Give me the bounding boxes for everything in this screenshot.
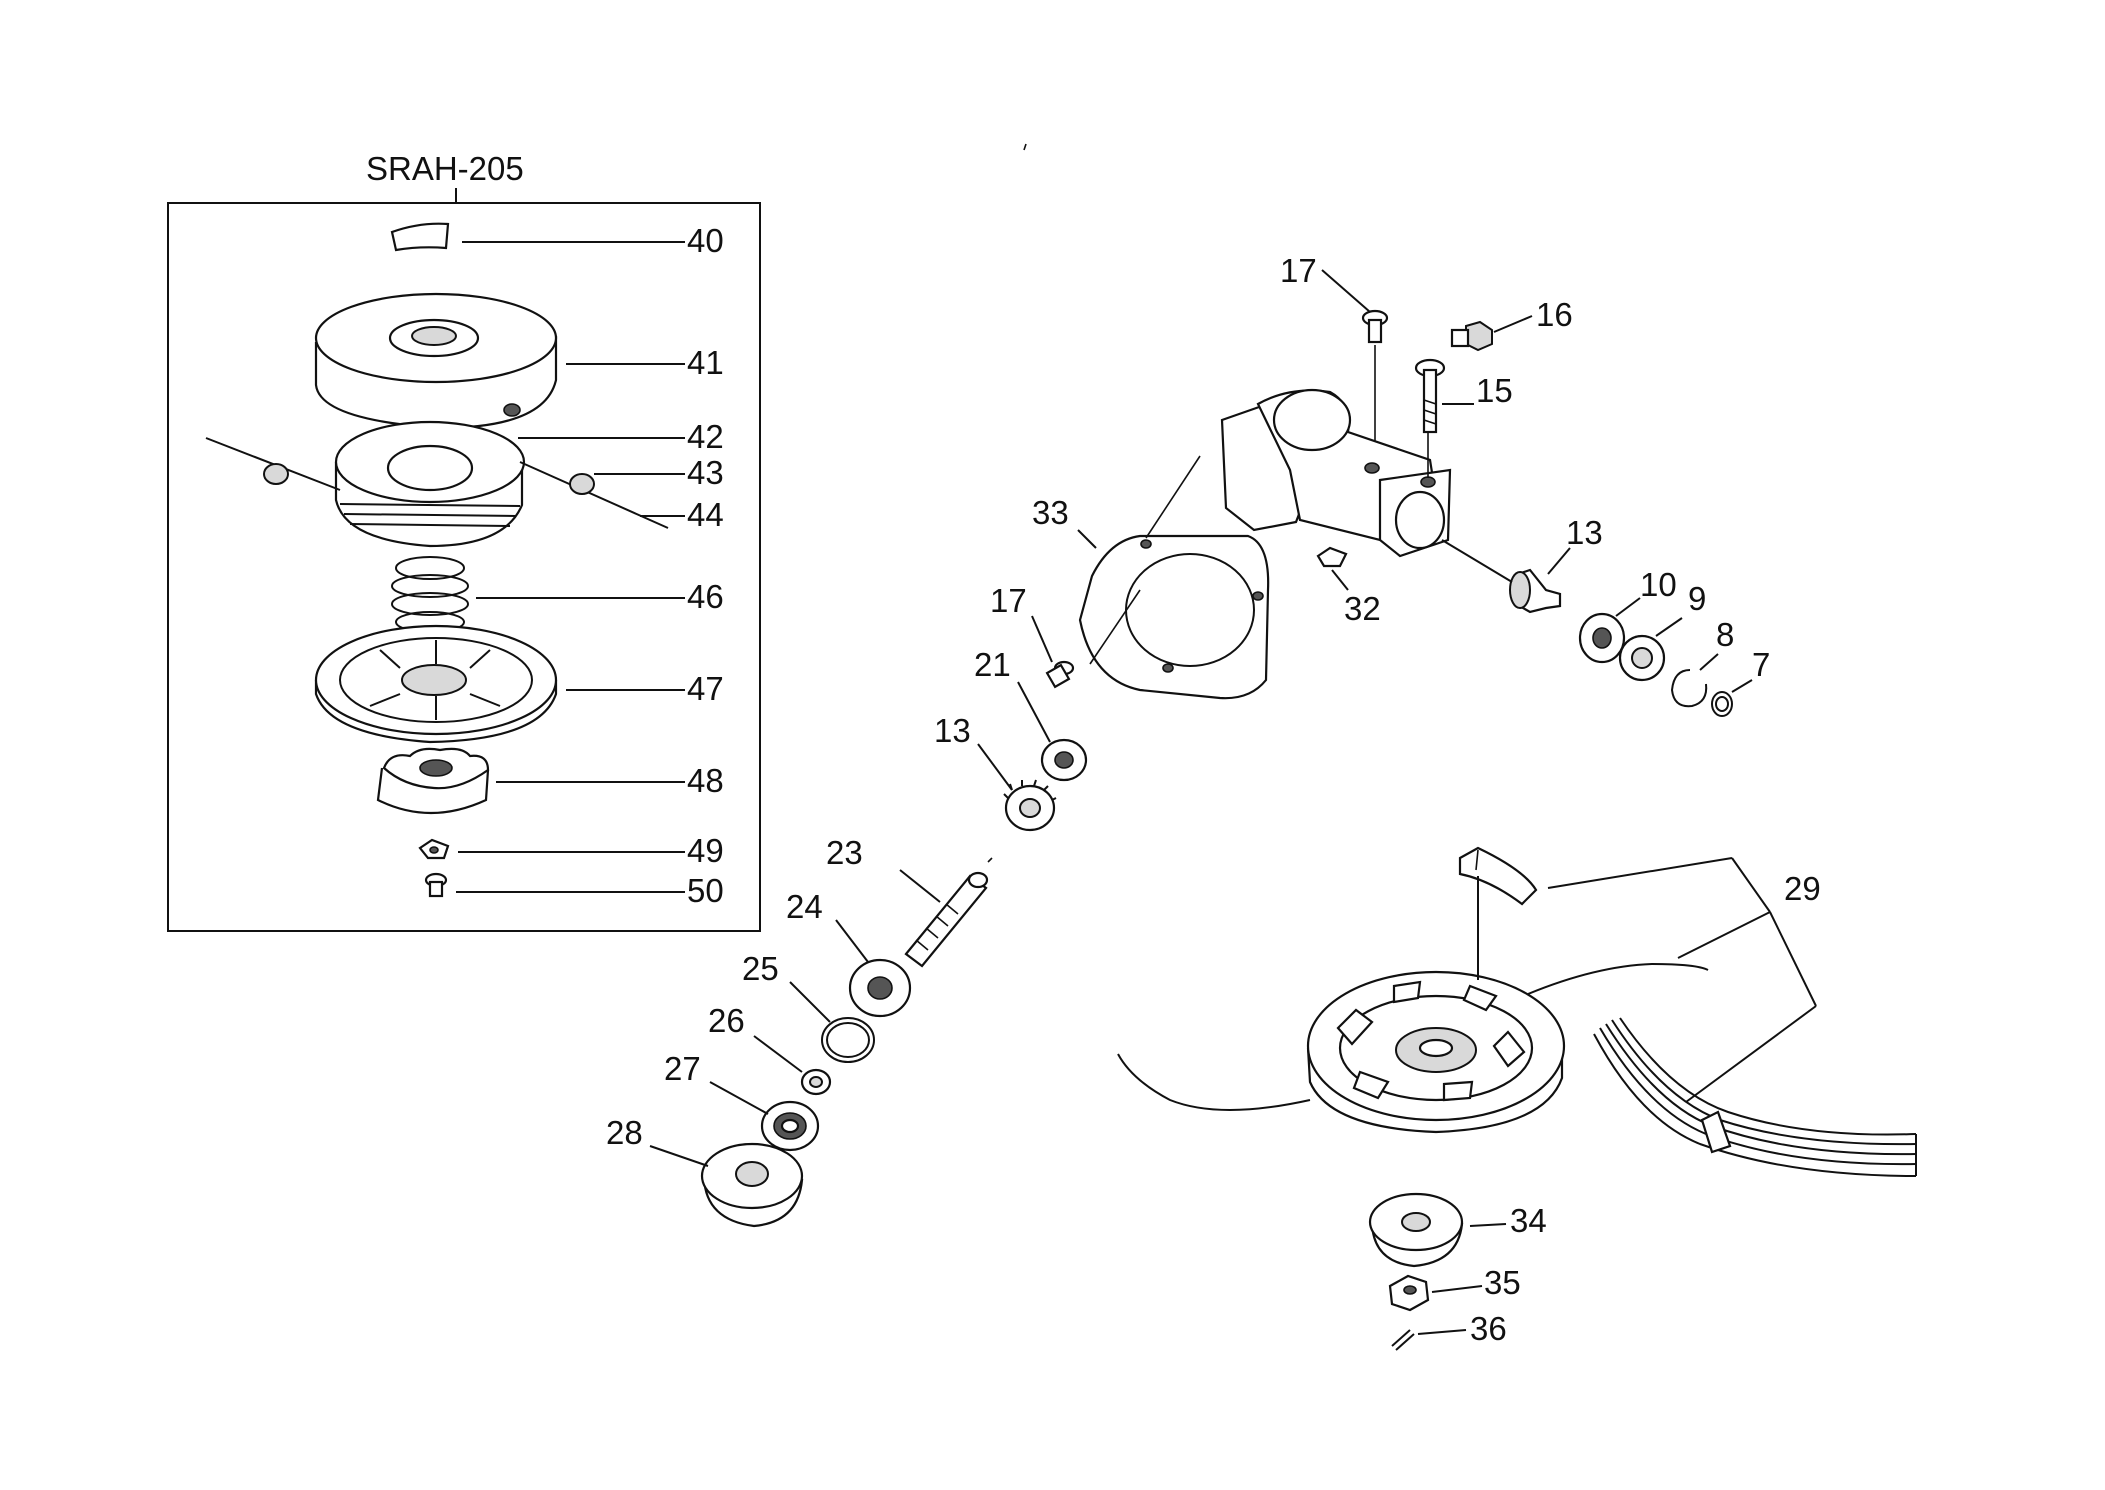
callout-29: 29 <box>1784 870 1821 907</box>
part-17-screw-top <box>1361 309 1389 344</box>
part-21-bearing <box>1040 738 1088 782</box>
callout-48: 48 <box>687 762 724 799</box>
callout-27: 27 <box>664 1050 701 1087</box>
part-35-nut <box>1388 1274 1430 1312</box>
callout-26: 26 <box>708 1002 745 1039</box>
part-13-gear-lower <box>1003 779 1057 832</box>
trimmer-head-kit-box: SRAH-205 <box>167 150 761 932</box>
callout-8: 8 <box>1716 616 1734 653</box>
part-33-guard-cover <box>1078 455 1270 700</box>
callout-24: 24 <box>786 888 823 925</box>
part-9-bearing <box>1618 634 1666 682</box>
callout-13-upper: 13 <box>1566 514 1603 551</box>
callout-32: 32 <box>1344 590 1381 627</box>
part-8-snap-ring <box>1670 669 1708 708</box>
part-26-ring <box>800 1068 832 1096</box>
callout-40: 40 <box>687 222 724 259</box>
callout-25: 25 <box>742 950 779 987</box>
part-42-spool <box>334 420 526 548</box>
callout-7: 7 <box>1752 646 1770 683</box>
part-48-knob <box>376 747 490 814</box>
part-13-pinion-gear <box>1509 568 1562 614</box>
callout-36: 36 <box>1470 1310 1507 1347</box>
callout-41: 41 <box>687 344 724 381</box>
part-46-spring <box>391 556 469 633</box>
callout-33: 33 <box>1032 494 1069 531</box>
part-17-screw-lower <box>1045 660 1075 689</box>
part-49-washer <box>418 838 450 860</box>
callout-34: 34 <box>1510 1202 1547 1239</box>
callout-47: 47 <box>687 670 724 707</box>
gear-housing <box>1220 388 1452 558</box>
callout-17-lower: 17 <box>990 582 1027 619</box>
callout-16: 16 <box>1536 296 1573 333</box>
callout-35: 35 <box>1484 1264 1521 1301</box>
part-24-bearing <box>848 958 912 1018</box>
callout-13-lower: 13 <box>934 712 971 749</box>
part-50-screw <box>424 872 448 898</box>
part-34-washer <box>1368 1192 1464 1268</box>
part-28-cup-washer <box>700 1142 804 1228</box>
part-15-bolt <box>1414 358 1446 434</box>
part-43-eyelets <box>263 463 595 495</box>
callout-10: 10 <box>1640 566 1677 603</box>
part-32-plate <box>1316 546 1348 568</box>
callout-17-top: 17 <box>1280 252 1317 289</box>
part-16-nut <box>1450 320 1493 352</box>
callout-9: 9 <box>1688 580 1706 617</box>
callout-43: 43 <box>687 454 724 491</box>
callout-49: 49 <box>687 832 724 869</box>
part-29-label-plate <box>1458 846 1538 906</box>
part-41-cover <box>314 292 558 430</box>
part-29-line-head <box>1117 962 1709 1134</box>
callout-50: 50 <box>687 872 724 909</box>
callout-42: 42 <box>687 418 724 455</box>
callout-15: 15 <box>1476 372 1513 409</box>
callout-44: 44 <box>687 496 724 533</box>
kit-title: SRAH-205 <box>366 150 524 187</box>
callout-28: 28 <box>606 1114 643 1151</box>
part-7-ring <box>1711 691 1733 717</box>
part-29-bundled-lines <box>1593 1017 1917 1177</box>
callout-46: 46 <box>687 578 724 615</box>
part-23-shaft <box>904 871 989 968</box>
callout-21: 21 <box>974 646 1011 683</box>
part-27-seal <box>760 1100 820 1152</box>
callout-23: 23 <box>826 834 863 871</box>
part-36-pin <box>1391 1329 1415 1351</box>
part-40-label-plate <box>390 222 450 252</box>
part-25-snap-ring <box>821 1017 875 1063</box>
part-47-housing <box>314 624 558 744</box>
part-10-bearing <box>1578 612 1626 664</box>
